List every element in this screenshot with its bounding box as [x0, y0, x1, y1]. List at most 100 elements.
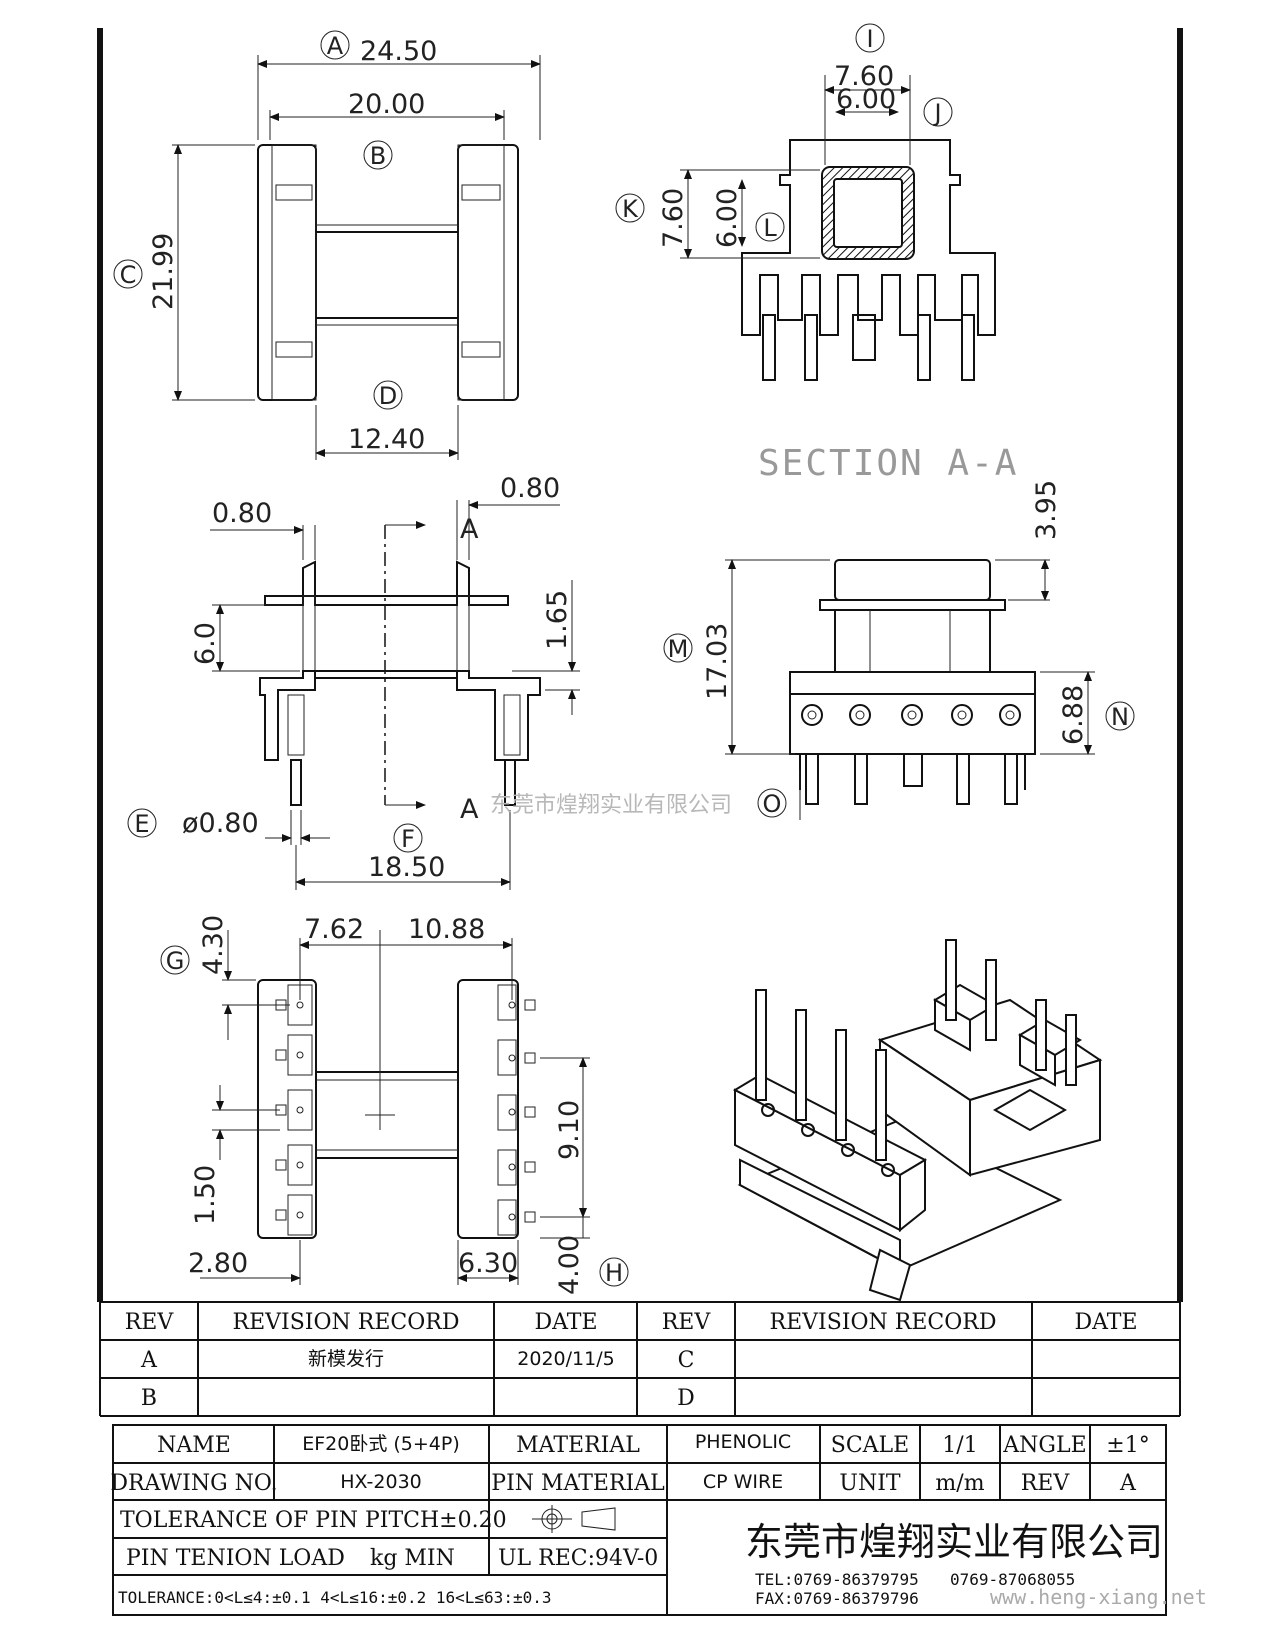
front-view: A A 0.80 0.80 6.0 1.65 E ø0.80 F 18.50: [127, 473, 580, 890]
dim-j: 6.00: [836, 84, 896, 115]
dim-c: 21.99: [148, 233, 179, 310]
pin-material-label: PIN MATERIAL: [491, 1471, 665, 1496]
callout-m-label: M: [668, 635, 689, 663]
callout-c: [113, 259, 143, 289]
callout-g: [160, 945, 190, 975]
title-block: NAME EF20卧式 (5+4P) MATERIAL PHENOLIC SCA…: [110, 1424, 1167, 1616]
dim-left-wall: 0.80: [212, 498, 272, 529]
tolerance-text: TOLERANCE:0<L≤4:±0.1 4<L≤16:±0.2 16<L≤63…: [118, 1588, 551, 1607]
material-label: MATERIAL: [516, 1433, 640, 1458]
unit-label: UNIT: [839, 1471, 900, 1496]
scale-label: SCALE: [831, 1433, 909, 1458]
cut-mark-bottom: A: [460, 794, 479, 825]
ul-rec: UL REC:94V-0: [498, 1546, 658, 1571]
pin-load-unit: kg MIN: [370, 1546, 455, 1571]
name-value: EF20卧式 (5+4P): [302, 1433, 460, 1455]
rev-cell-2: C: [678, 1348, 695, 1373]
pin-load-label: PIN TENION LOAD: [126, 1546, 345, 1571]
date-header-2: DATE: [1074, 1310, 1137, 1335]
dim-right-off: 10.88: [408, 914, 485, 945]
section-title: SECTION A-A: [758, 443, 1018, 484]
callout-o: [757, 788, 787, 818]
callout-m: [663, 633, 693, 663]
callout-f: [393, 823, 423, 853]
scale-value: 1/1: [942, 1433, 977, 1458]
callout-e: [127, 808, 157, 838]
dim-flange: 1.65: [542, 590, 573, 650]
dim-top-off: 4.30: [198, 915, 229, 975]
callout-l-label: L: [763, 214, 777, 242]
callout-k: [615, 193, 645, 223]
company-name: 东莞市煌翔实业有限公司: [745, 1520, 1163, 1564]
rev-header-2: REV: [662, 1310, 712, 1335]
drawing-no-label: DRAWING NO.: [110, 1471, 277, 1496]
callout-l: [755, 212, 785, 242]
name-label: NAME: [157, 1433, 231, 1458]
section-view: I 7.60 6.00 J K 7.60 6.00 L: [615, 23, 996, 381]
rev-cell-4: D: [677, 1386, 695, 1411]
tel: TEL:0769-86379795: [755, 1570, 919, 1589]
dim-k: 7.60: [658, 188, 689, 248]
right-pin-row: [497, 984, 536, 1236]
dim-pitch-sum: 9.10: [554, 1100, 585, 1160]
callout-a: [320, 30, 350, 60]
callout-j: [923, 97, 953, 127]
top-view: A 24.50 20.00 B C 21.99 D 12.40: [113, 30, 541, 460]
dim-right-wall: 0.80: [500, 473, 560, 504]
angle-value: ±1°: [1106, 1433, 1149, 1458]
dim-pitch: 1.50: [190, 1165, 221, 1225]
pin-material-value: CP WIRE: [703, 1471, 783, 1493]
projection-symbol-icon: [532, 1505, 616, 1533]
callout-d-label: D: [379, 382, 397, 410]
side-view: 3.95 M 17.03 6.88 N O: [663, 480, 1135, 820]
callout-h-label: H: [605, 1259, 623, 1287]
callout-g-label: G: [166, 947, 185, 975]
material-value: PHENOLIC: [695, 1431, 791, 1453]
dim-bottom-off: 4.00: [554, 1235, 585, 1295]
pin-pitch-tolerance: TOLERANCE OF PIN PITCH±0.20: [120, 1508, 507, 1533]
revision-record-header: REVISION RECORD: [233, 1310, 460, 1335]
callout-n-label: N: [1111, 703, 1129, 731]
date-header: DATE: [534, 1310, 597, 1335]
dim-base: 6.88: [1058, 685, 1089, 745]
fax: FAX:0769-86379796: [755, 1589, 919, 1608]
dim-d: 12.40: [348, 424, 425, 455]
dim-pin-dia: ø0.80: [182, 808, 259, 839]
dim-i: 7.60: [834, 61, 894, 92]
callout-n: [1105, 701, 1135, 731]
callout-e-label: E: [134, 810, 149, 838]
revision-table: REV REVISION RECORD DATE REV REVISION RE…: [99, 1301, 1181, 1417]
dim-top: 3.95: [1031, 480, 1062, 540]
rev-header: REV: [125, 1310, 175, 1335]
website: www.heng-xiang.net: [990, 1585, 1207, 1609]
callout-a-label: A: [327, 32, 344, 60]
watermark: 东莞市煌翔实业有限公司: [490, 793, 732, 818]
callout-b: [363, 140, 393, 170]
rev-cell-3: B: [141, 1386, 157, 1411]
callout-o-label: O: [763, 790, 782, 818]
angle-label: ANGLE: [1002, 1433, 1086, 1458]
dim-b: 20.00: [348, 89, 425, 120]
dim-l: 6.00: [712, 188, 743, 248]
dim-overall: 17.03: [702, 623, 733, 700]
callout-k-label: K: [622, 195, 639, 223]
unit-value: m/m: [935, 1471, 984, 1496]
dim-height: 6.0: [190, 622, 221, 665]
callout-b-label: B: [370, 142, 386, 170]
bottom-view: 7.62 10.88 G 4.30 9.10 1.50 2.80 6.30 4.…: [160, 914, 629, 1295]
callout-i: [855, 23, 885, 53]
callout-i-label: I: [866, 25, 873, 53]
isometric-view: [732, 939, 1103, 1302]
callout-c-label: C: [120, 261, 137, 289]
dim-row-r: 6.30: [458, 1248, 518, 1279]
left-pin-row: [275, 984, 313, 1236]
tel2: 0769-87068055: [950, 1570, 1075, 1589]
revision-record-header-2: REVISION RECORD: [770, 1310, 997, 1335]
date-cell: 2020/11/5: [517, 1348, 614, 1370]
dim-span: 18.50: [368, 852, 445, 883]
rev-value: A: [1119, 1471, 1137, 1496]
revision-record-cell: 新模发行: [308, 1348, 384, 1370]
dim-a: 24.50: [360, 36, 437, 67]
dim-left-off: 7.62: [304, 914, 364, 945]
